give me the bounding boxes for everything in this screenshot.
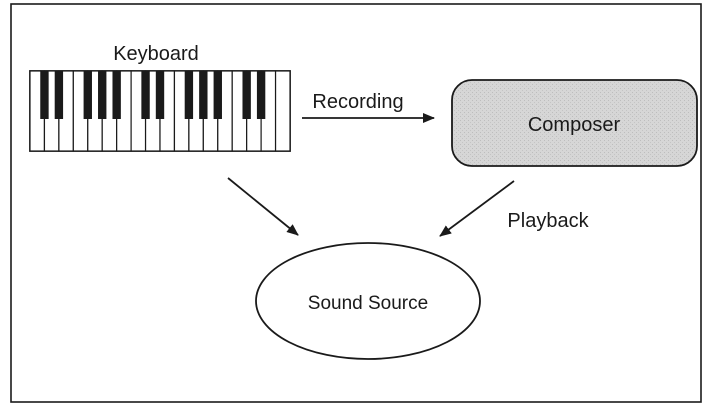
keyboard-to-sound-arrow (227, 177, 299, 236)
black-key (54, 71, 64, 119)
black-key (155, 71, 165, 119)
recording-label: Recording (312, 91, 403, 113)
playback-label: Playback (507, 210, 589, 232)
black-key (199, 71, 208, 119)
keyboard-label: Keyboard (113, 43, 199, 65)
black-key (184, 71, 194, 119)
black-key (98, 71, 107, 119)
black-key (83, 71, 92, 119)
composer-label: Composer (528, 114, 621, 136)
black-key (256, 71, 266, 119)
black-key (112, 71, 121, 119)
composer-box (451, 79, 698, 167)
black-key (40, 71, 49, 119)
white-key (274, 70, 291, 152)
keyboard (29, 70, 291, 152)
black-key (213, 71, 222, 119)
black-keys (40, 71, 266, 119)
black-key (242, 71, 251, 119)
playback-arrow (439, 180, 515, 237)
black-key (141, 71, 150, 119)
sound-source-ellipse (255, 242, 481, 360)
sound-source-label: Sound Source (308, 293, 428, 314)
